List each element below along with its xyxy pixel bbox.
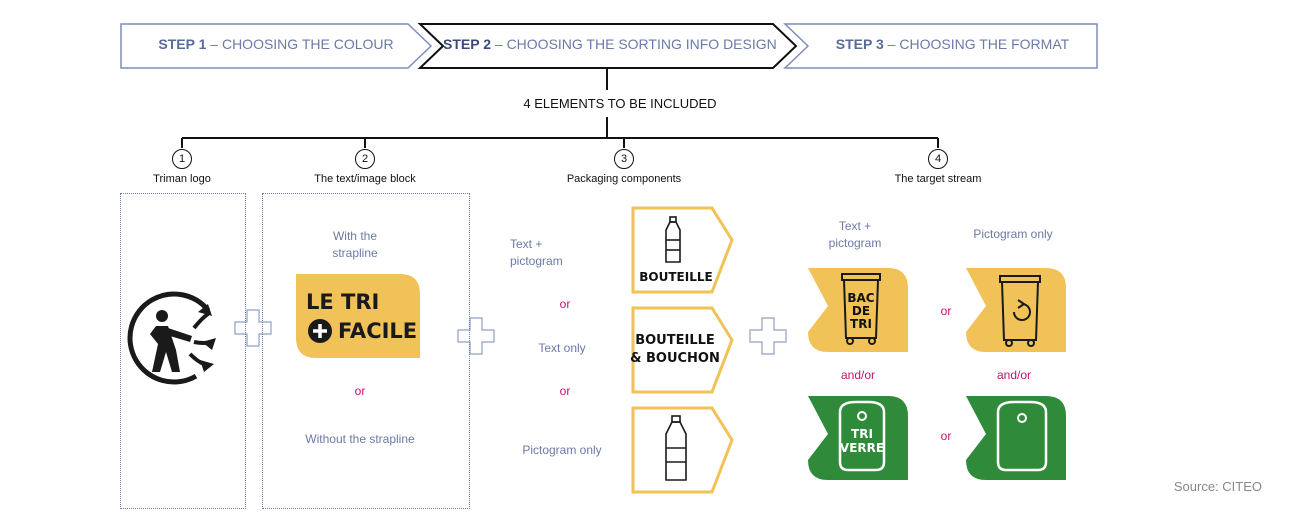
step1-label: STEP 1 – CHOOSING THE COLOUR: [121, 36, 431, 56]
packaging-card-text-only: [631, 306, 734, 394]
glass-text-line2: VERRE: [839, 441, 885, 455]
plus-icon: [234, 309, 272, 347]
without-strapline-label: Without the strapline: [305, 432, 415, 446]
step3-number: STEP 3: [835, 36, 884, 52]
or-separator: or: [559, 297, 571, 311]
stream-bin-text-pictogram: [808, 268, 908, 352]
or-separator: or: [940, 429, 952, 443]
bottle-icon: [665, 415, 687, 481]
le-tri-label: LE TRI: [306, 290, 380, 314]
and-or-separator: and/or: [996, 368, 1032, 382]
element-number-2: 2: [355, 149, 375, 169]
element-label-4: The target stream: [894, 173, 982, 185]
packaging-option-text-only: Text only: [538, 341, 586, 355]
bin-text-line3: TRI: [850, 317, 872, 331]
triman-logo-box: [120, 193, 246, 509]
packaging-card-pictogram-only: [631, 406, 734, 494]
step2-title: – CHOOSING THE SORTING INFO DESIGN: [491, 36, 777, 52]
plus-icon: [749, 317, 787, 355]
element-label-1: Triman logo: [153, 173, 211, 185]
stream-glass-text-pictogram: [808, 396, 908, 480]
element-number-4: 4: [928, 149, 948, 169]
element-number-1: 1: [172, 149, 192, 169]
text-image-block-box: [262, 193, 470, 509]
step2-arrow: [417, 23, 798, 69]
step1-number: STEP 1: [158, 36, 207, 52]
bin-recycle-icon: [999, 275, 1041, 347]
elements-title: 4 ELEMENTS TO BE INCLUDED: [523, 96, 717, 111]
stream-col2-label: Pictogram only: [973, 227, 1053, 241]
element-label-2: The text/image block: [314, 173, 416, 185]
or-separator: or: [940, 304, 952, 318]
step1-arrow: [120, 23, 433, 69]
bin-text-line1: BAC: [847, 291, 875, 305]
stream-glass-pictogram-only: [966, 396, 1066, 480]
packaging-card-text-pictogram: [631, 206, 734, 294]
step3-arrow: [783, 23, 1098, 69]
step1-title: – CHOOSING THE COLOUR: [206, 36, 394, 52]
packaging-option-pictogram-only: Pictogram only: [522, 443, 602, 457]
step3-title: – CHOOSING THE FORMAT: [883, 36, 1070, 52]
step3-label: STEP 3 – CHOOSING THE FORMAT: [808, 36, 1097, 56]
stream-bin-pictogram-only: [966, 268, 1066, 352]
bin-text-line2: DE: [851, 304, 871, 318]
element-label-3: Packaging components: [566, 173, 682, 185]
glass-text-line1: TRI: [851, 427, 873, 441]
step2-label: STEP 2 – CHOOSING THE SORTING INFO DESIG…: [443, 36, 796, 56]
step2-number: STEP 2: [443, 36, 491, 52]
bouchon-label: & BOUCHON: [630, 351, 720, 366]
source-credit: Source: CITEO: [1173, 479, 1262, 494]
plus-icon: [457, 317, 495, 355]
bottle-icon: [665, 216, 681, 263]
or-separator: or: [559, 384, 571, 398]
bouteille-label: BOUTEILLE: [639, 270, 713, 284]
facile-label: FACILE: [338, 319, 418, 343]
or-separator: or: [354, 384, 366, 398]
and-or-separator: and/or: [840, 368, 876, 382]
bin-icon: [841, 273, 881, 345]
stream-col1-label: Text + pictogram: [828, 219, 882, 250]
element-number-3: 3: [614, 149, 634, 169]
packaging-option-text-pictogram: Text + pictogram: [510, 237, 563, 268]
bouteille-label: BOUTEILLE: [635, 333, 715, 348]
with-strapline-label: With the strapline: [332, 229, 378, 260]
